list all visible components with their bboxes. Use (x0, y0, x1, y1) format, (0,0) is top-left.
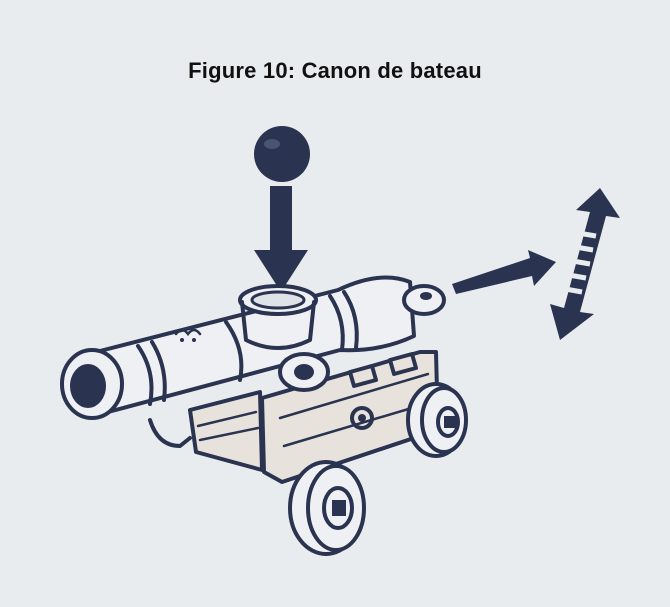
figure-title: Figure 10: Canon de bateau (188, 58, 482, 83)
cannon-barrel (60, 275, 446, 420)
rear-wheel (406, 382, 468, 458)
front-wheel (288, 460, 366, 556)
gun-carriage (188, 350, 440, 484)
fire-direction-arrow-icon (452, 250, 556, 294)
rear-left-wheel (148, 418, 192, 448)
load-arrow-icon (254, 186, 308, 292)
elevation-arrow-icon (550, 188, 620, 340)
cannonball-icon (254, 126, 310, 182)
